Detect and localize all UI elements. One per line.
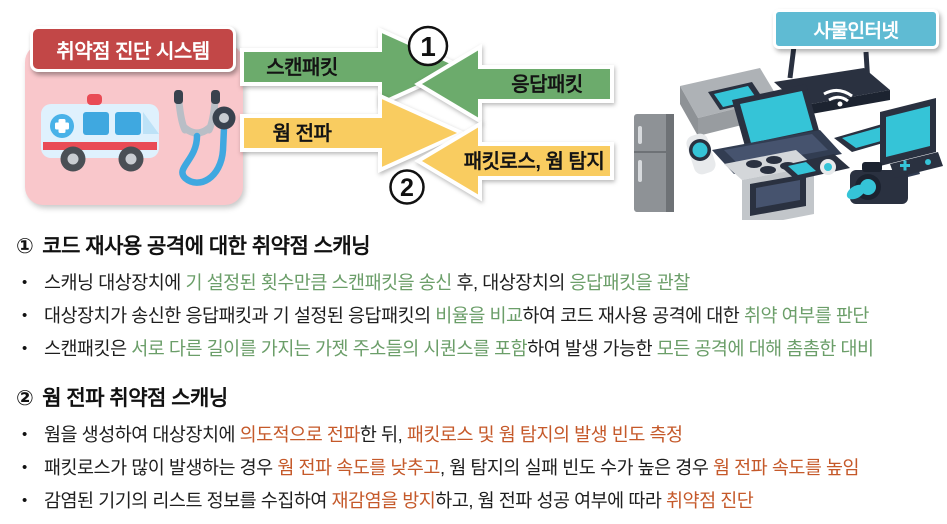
mp3-player-icon bbox=[780, 154, 850, 180]
packet-arrows: 스캔패킷 응답패킷 웜 전파 패킷로스, 웜 탐지 1 2 bbox=[240, 25, 614, 205]
bullet-text: 스캔패킷은 서로 다른 길이를 가지는 가젯 주소들의 시퀀스를 포함하여 발생… bbox=[44, 338, 874, 359]
list-item: • 대상장치가 송신한 응답패킷과 기 설정된 응답패킷의 비율을 비교하여 코… bbox=[14, 305, 947, 327]
scan-packet-label: 스캔패킷 bbox=[266, 56, 338, 79]
stethoscope-icon bbox=[174, 90, 236, 186]
bullet-text: 스캐닝 대상장치에 기 설정된 횟수만큼 스캔패킷을 송신 후, 대상장치의 응… bbox=[44, 272, 690, 293]
network-diagram: 취약점 진단 시스템 스캔패킷 응답패킷 웜 전파 패킷로스, 웜 탐지 1 2 bbox=[0, 0, 947, 222]
bullet-dot: • bbox=[22, 459, 27, 476]
bullet-text: 대상장치가 송신한 응답패킷과 기 설정된 응답패킷의 비율을 비교하여 코드 … bbox=[44, 305, 869, 326]
step-1-number: 1 bbox=[420, 31, 436, 62]
worm-propagation-arrow bbox=[240, 92, 467, 174]
worm-propagation-label: 웜 전파 bbox=[273, 122, 333, 145]
laptop-icon bbox=[712, 84, 842, 174]
list-item: • 웜을 생성하여 대상장치에 의도적으로 전파한 뒤, 패킷로스 및 웜 탐지… bbox=[14, 424, 947, 446]
bullet-dot: • bbox=[22, 426, 27, 443]
ambulance-icon bbox=[41, 94, 159, 172]
response-packet-label: 응답패킷 bbox=[511, 73, 583, 96]
section-2-heading: 웜 전파 취약점 스캐닝 bbox=[42, 387, 228, 410]
list-item: • 스캐닝 대상장치에 기 설정된 횟수만큼 스캔패킷을 송신 후, 대상장치의… bbox=[14, 272, 947, 294]
step-1-badge bbox=[407, 25, 449, 67]
iot-devices-illustration bbox=[634, 45, 943, 220]
bullet-dot: • bbox=[22, 307, 27, 324]
section-1-heading: 코드 재사용 공격에 대한 취약점 스캐닝 bbox=[42, 235, 371, 258]
bullet-text: 웜을 생성하여 대상장치에 의도적으로 전파한 뒤, 패킷로스 및 웜 탐지의 … bbox=[44, 424, 683, 445]
iot-title: 사물인터넷 bbox=[813, 20, 899, 42]
camera-icon bbox=[846, 162, 908, 204]
section-1-number: ① bbox=[16, 235, 34, 258]
ambulance-stethoscope-icon bbox=[41, 90, 236, 186]
bullet-dot: • bbox=[22, 274, 27, 291]
step-2-number: 2 bbox=[400, 174, 414, 202]
section-1-title: ① 코드 재사용 공격에 대한 취약점 스캐닝 bbox=[16, 230, 947, 260]
list-item: • 감염된 기기의 리스트 정보를 수집하여 재감염을 방지하고, 웜 전파 성… bbox=[14, 490, 947, 512]
system-title: 취약점 진단 시스템 bbox=[56, 40, 210, 63]
system-title-box: 취약점 진단 시스템 bbox=[30, 26, 236, 72]
list-item: • 스캔패킷은 서로 다른 길이를 가지는 가젯 주소들의 시퀀스를 포함하여 … bbox=[14, 338, 947, 360]
monitor-icon bbox=[880, 98, 936, 178]
smartwatch-icon bbox=[686, 133, 716, 175]
bullet-text: 패킷로스가 많이 발생하는 경우 웜 전파 속도를 낮추고, 웜 탐지의 실패 … bbox=[44, 457, 860, 478]
list-item: • 패킷로스가 많이 발생하는 경우 웜 전파 속도를 낮추고, 웜 탐지의 실… bbox=[14, 457, 947, 479]
refrigerator-icon bbox=[634, 114, 674, 212]
section-code-reuse-scanning: ① 코드 재사용 공격에 대한 취약점 스캐닝 • 스캐닝 대상장치에 기 설정… bbox=[14, 230, 947, 360]
game-controller-icon bbox=[890, 152, 943, 178]
bullet-text: 감염된 기기의 리스트 정보를 수집하여 재감염을 방지하고, 웜 전파 성공 … bbox=[44, 490, 754, 511]
bullet-dot: • bbox=[22, 492, 27, 509]
section-worm-scanning: ② 웜 전파 취약점 스캐닝 • 웜을 생성하여 대상장치에 의도적으로 전파한… bbox=[14, 382, 947, 512]
packetloss-detect-label: 패킷로스, 웜 탐지 bbox=[464, 150, 604, 173]
response-packet-arrow bbox=[414, 43, 614, 125]
step-2-badge bbox=[389, 169, 425, 205]
iot-title-box: 사물인터넷 bbox=[773, 9, 939, 49]
packetloss-detect-arrow bbox=[414, 120, 614, 202]
section-2-title: ② 웜 전파 취약점 스캐닝 bbox=[16, 382, 947, 412]
section-2-number: ② bbox=[16, 387, 34, 410]
description-sections: ① 코드 재사용 공격에 대한 취약점 스캐닝 • 스캐닝 대상장치에 기 설정… bbox=[0, 222, 947, 523]
bullet-dot: • bbox=[22, 340, 27, 357]
